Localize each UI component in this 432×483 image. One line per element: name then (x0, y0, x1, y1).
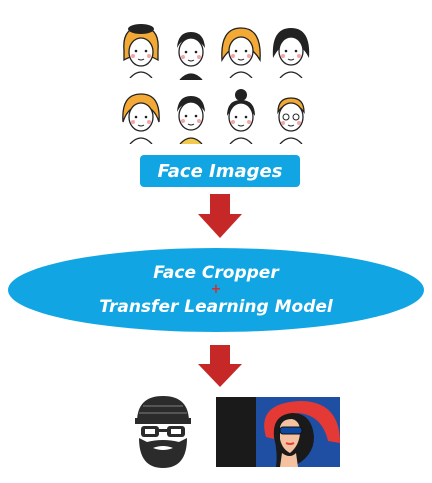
plus-sign: + (210, 282, 222, 297)
cartoon-face-icon (123, 24, 159, 78)
down-arrow-icon (198, 345, 242, 387)
cartoon-face-icon (277, 97, 305, 144)
cartoon-face-icon (177, 96, 205, 144)
cartoon-face-icon (122, 93, 160, 144)
face-cropper-label: Face Cropper (153, 263, 279, 283)
cartoon-face-icon (177, 32, 205, 80)
pop-art-woman-icon (216, 397, 340, 467)
model-ellipse: Face Cropper + Transfer Learning Model (8, 248, 424, 332)
hacker-avatar-icon (135, 396, 191, 468)
cartoon-face-icon (221, 27, 261, 78)
cartoon-face-icon (227, 89, 255, 144)
face-images-box: Face Images (140, 155, 300, 187)
transfer-learning-label: Transfer Learning Model (99, 297, 333, 317)
down-arrow-icon (198, 194, 242, 238)
face-images-illustration (118, 20, 314, 145)
cartoon-face-icon (272, 28, 310, 78)
face-images-label: Face Images (157, 160, 283, 182)
